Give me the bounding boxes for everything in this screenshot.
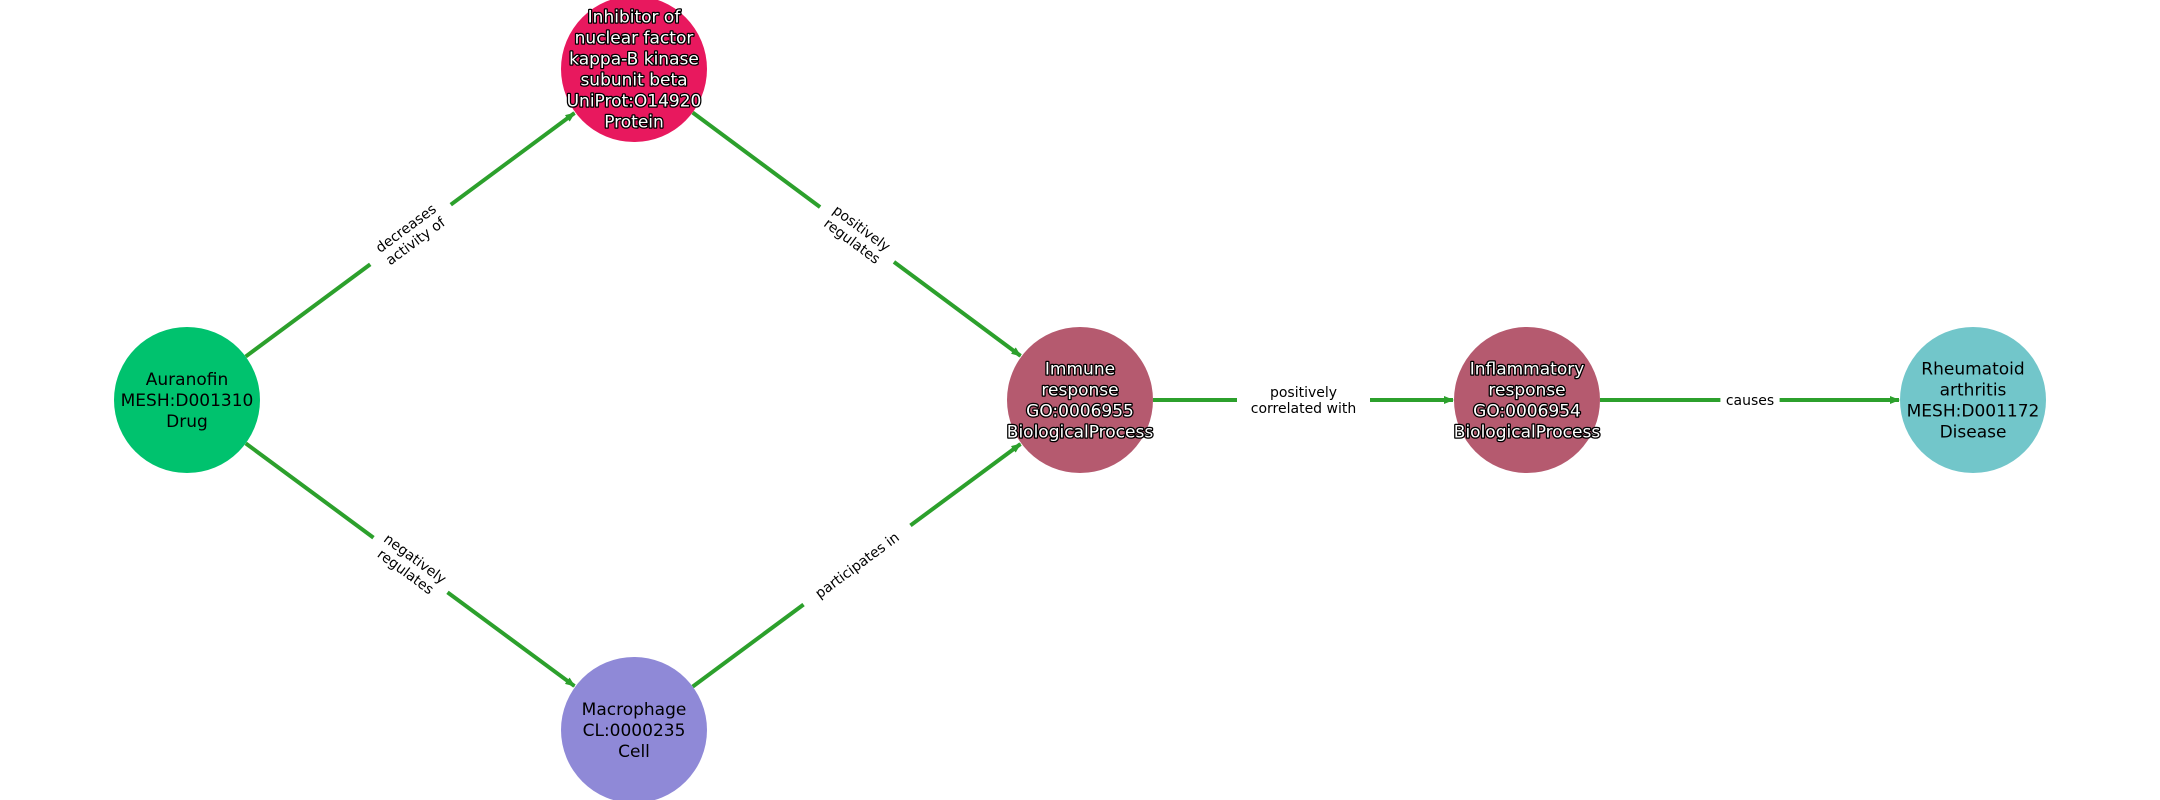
node-label-line: Protein <box>604 113 664 133</box>
node-label-line: Auranofin <box>146 370 228 390</box>
edge-label-line: positively <box>1270 385 1337 401</box>
node-label-line: UniProt:O14920 <box>567 92 702 112</box>
edge-label-line: correlated with <box>1251 401 1356 417</box>
node-inflammatory-response[interactable]: InflammatoryresponseGO:0006954Biological… <box>1452 327 1602 473</box>
node-label-line: Cell <box>618 742 650 762</box>
node-label-line: Immune <box>1045 360 1115 380</box>
edge-label-background <box>808 191 906 278</box>
node-label-line: Inhibitor of <box>588 8 682 28</box>
node-label-line: subunit beta <box>580 71 687 91</box>
node-label-line: MESH:D001172 <box>1907 402 2040 422</box>
edge-label-background <box>358 189 463 280</box>
node-label-line: GO:0006954 <box>1473 402 1581 422</box>
edge-label-line: causes <box>1726 393 1774 409</box>
node-circle[interactable] <box>1007 327 1153 473</box>
node-label-line: response <box>1488 381 1565 401</box>
node-circle[interactable] <box>1454 327 1600 473</box>
edge-label-background <box>796 516 918 614</box>
node-label-line: arthritis <box>1940 381 2007 401</box>
node-circle[interactable] <box>561 0 707 142</box>
node-immune-response[interactable]: ImmuneresponseGO:0006955BiologicalProces… <box>1005 327 1155 473</box>
edge-label-background <box>1720 389 1780 411</box>
edge-label-line: participates in <box>813 530 903 602</box>
node-label-line: Macrophage <box>582 700 687 720</box>
node-label-line: BiologicalProcess <box>1007 423 1154 443</box>
edge-label: causes <box>1720 389 1780 411</box>
node-label-line: nuclear factor <box>575 29 694 49</box>
node-label-line: Drug <box>166 412 208 432</box>
node-label-line: GO:0006955 <box>1026 402 1134 422</box>
edge-label-background <box>362 522 459 608</box>
edge-label: participates in <box>796 516 918 614</box>
node-label-line: Inflammatory <box>1470 360 1585 380</box>
node-label-line: CL:0000235 <box>583 721 686 741</box>
node-circle[interactable] <box>1900 327 2046 473</box>
node-label-line: BiologicalProcess <box>1454 423 1601 443</box>
node-label-line: response <box>1041 381 1118 401</box>
node-label-line: kappa-B kinase <box>569 50 699 70</box>
edge-label-background <box>1237 381 1370 419</box>
node-circle[interactable] <box>561 657 707 800</box>
node-label-line: Rheumatoid <box>1921 360 2024 380</box>
node-label-line: MESH:D001310 <box>121 391 254 411</box>
node-circle[interactable] <box>114 327 260 473</box>
node-label-line: Disease <box>1940 423 2007 443</box>
